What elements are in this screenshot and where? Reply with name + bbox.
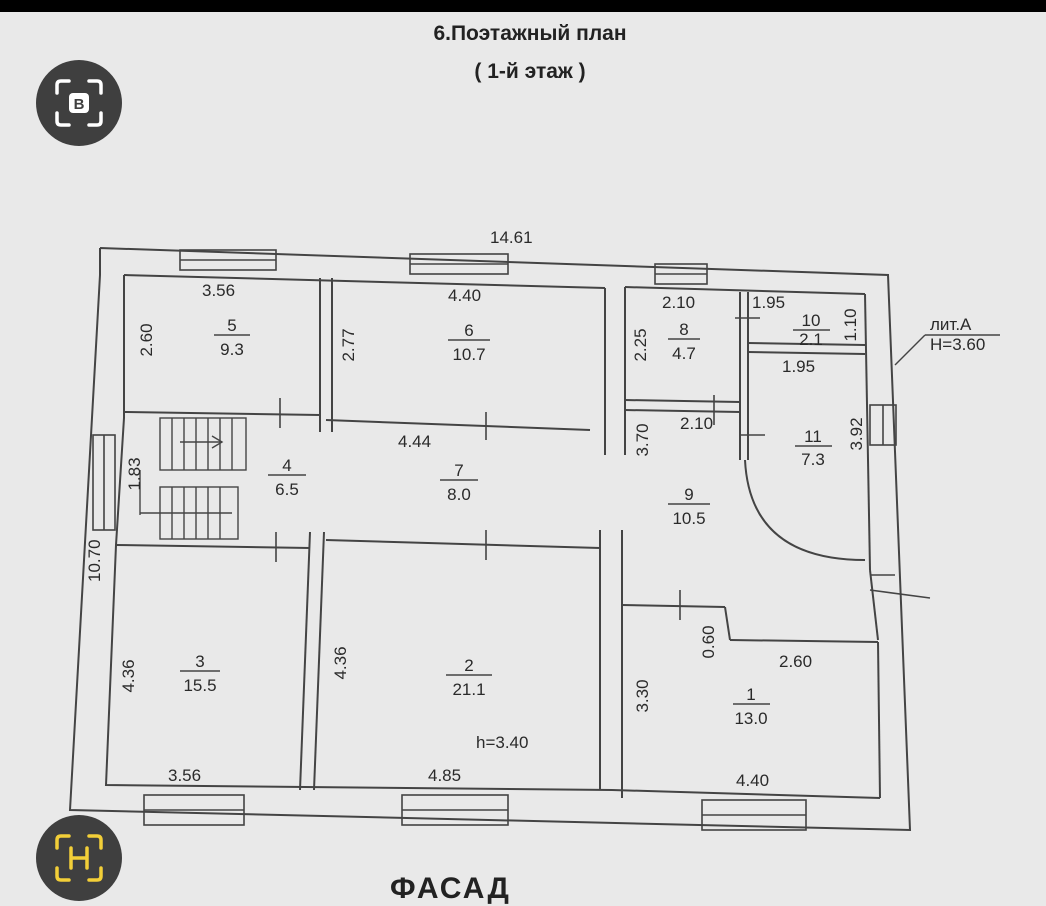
room-2-area: 21.1 xyxy=(452,680,485,699)
dim-r2-w: 4.85 xyxy=(428,766,461,785)
room-9-number: 9 xyxy=(684,485,693,504)
top-black-bar xyxy=(0,0,1046,12)
facade-heading: ФАСАД xyxy=(390,872,511,905)
dim-r7-w: 4.44 xyxy=(398,432,431,451)
dim-overall-height: 10.70 xyxy=(85,539,104,582)
dim-r10-w2: 1.95 xyxy=(782,357,815,376)
room-11-number: 11 xyxy=(804,427,822,446)
dim-r5-w: 3.56 xyxy=(202,281,235,300)
room-5-number: 5 xyxy=(227,316,236,335)
dim-r3-h: 4.36 xyxy=(119,659,138,692)
room-8-area: 4.7 xyxy=(672,344,696,363)
plan-title: 6.Поэтажный план xyxy=(433,22,627,45)
scan-frame-icon: B xyxy=(55,79,103,127)
stairs xyxy=(139,417,247,540)
litera-label: лит.А xyxy=(930,315,972,334)
dim-r6-h: 2.77 xyxy=(339,328,358,361)
dim-r9-h: 3.70 xyxy=(633,423,652,456)
room-4-number: 4 xyxy=(282,456,291,475)
room-1-number: 1 xyxy=(746,685,755,704)
dim-r5-h: 2.60 xyxy=(137,323,156,356)
room-6-area: 10.7 xyxy=(452,345,485,364)
room-2-number: 2 xyxy=(464,656,473,675)
dim-r6-w: 4.40 xyxy=(448,286,481,305)
plan-subtitle: ( 1-й этаж ) xyxy=(474,60,586,83)
room-7-number: 7 xyxy=(454,461,463,480)
dim-r8-w: 2.10 xyxy=(662,293,695,312)
scan-frame-yellow-icon xyxy=(55,834,103,882)
dim-r1-w: 4.40 xyxy=(736,771,769,790)
room-7-area: 8.0 xyxy=(447,485,471,504)
dim-r1-w2: 2.60 xyxy=(779,652,812,671)
dim-r8-h: 2.25 xyxy=(631,328,650,361)
room-9-area: 10.5 xyxy=(672,509,705,528)
room-10-number: 10 xyxy=(802,311,821,330)
inner-perimeter-west xyxy=(104,275,613,791)
dim-overall-width: 14.61 xyxy=(490,228,533,247)
room-1-area: 13.0 xyxy=(734,709,767,728)
room-6-number: 6 xyxy=(464,321,473,340)
room-3-number: 3 xyxy=(195,652,204,671)
outer-wall xyxy=(68,247,912,832)
room-11-area: 7.3 xyxy=(801,450,825,469)
dim-stair: 1.83 xyxy=(125,457,144,490)
room-10-area: 2.1 xyxy=(799,330,823,349)
dim-r8-w2: 2.10 xyxy=(680,414,713,433)
ceiling-height: h=3.40 xyxy=(476,733,528,752)
litera-height: H=3.60 xyxy=(930,335,985,354)
room-3-area: 15.5 xyxy=(183,676,216,695)
scan-b-icon[interactable]: B xyxy=(36,60,122,146)
room-5-area: 9.3 xyxy=(220,340,244,359)
dim-r2-h: 4.36 xyxy=(331,646,350,679)
dim-r10-w: 1.95 xyxy=(752,293,785,312)
room-8-number: 8 xyxy=(679,320,688,339)
dim-r3-w: 3.56 xyxy=(168,766,201,785)
dim-r10-h: 1.10 xyxy=(841,308,860,341)
room-4-area: 6.5 xyxy=(275,480,299,499)
dim-r1-step: 0.60 xyxy=(699,625,718,658)
scan-h-icon[interactable] xyxy=(36,815,122,901)
svg-text:B: B xyxy=(74,96,85,113)
dim-r11-h: 3.92 xyxy=(847,417,866,450)
dim-r1-h: 3.30 xyxy=(633,679,652,712)
